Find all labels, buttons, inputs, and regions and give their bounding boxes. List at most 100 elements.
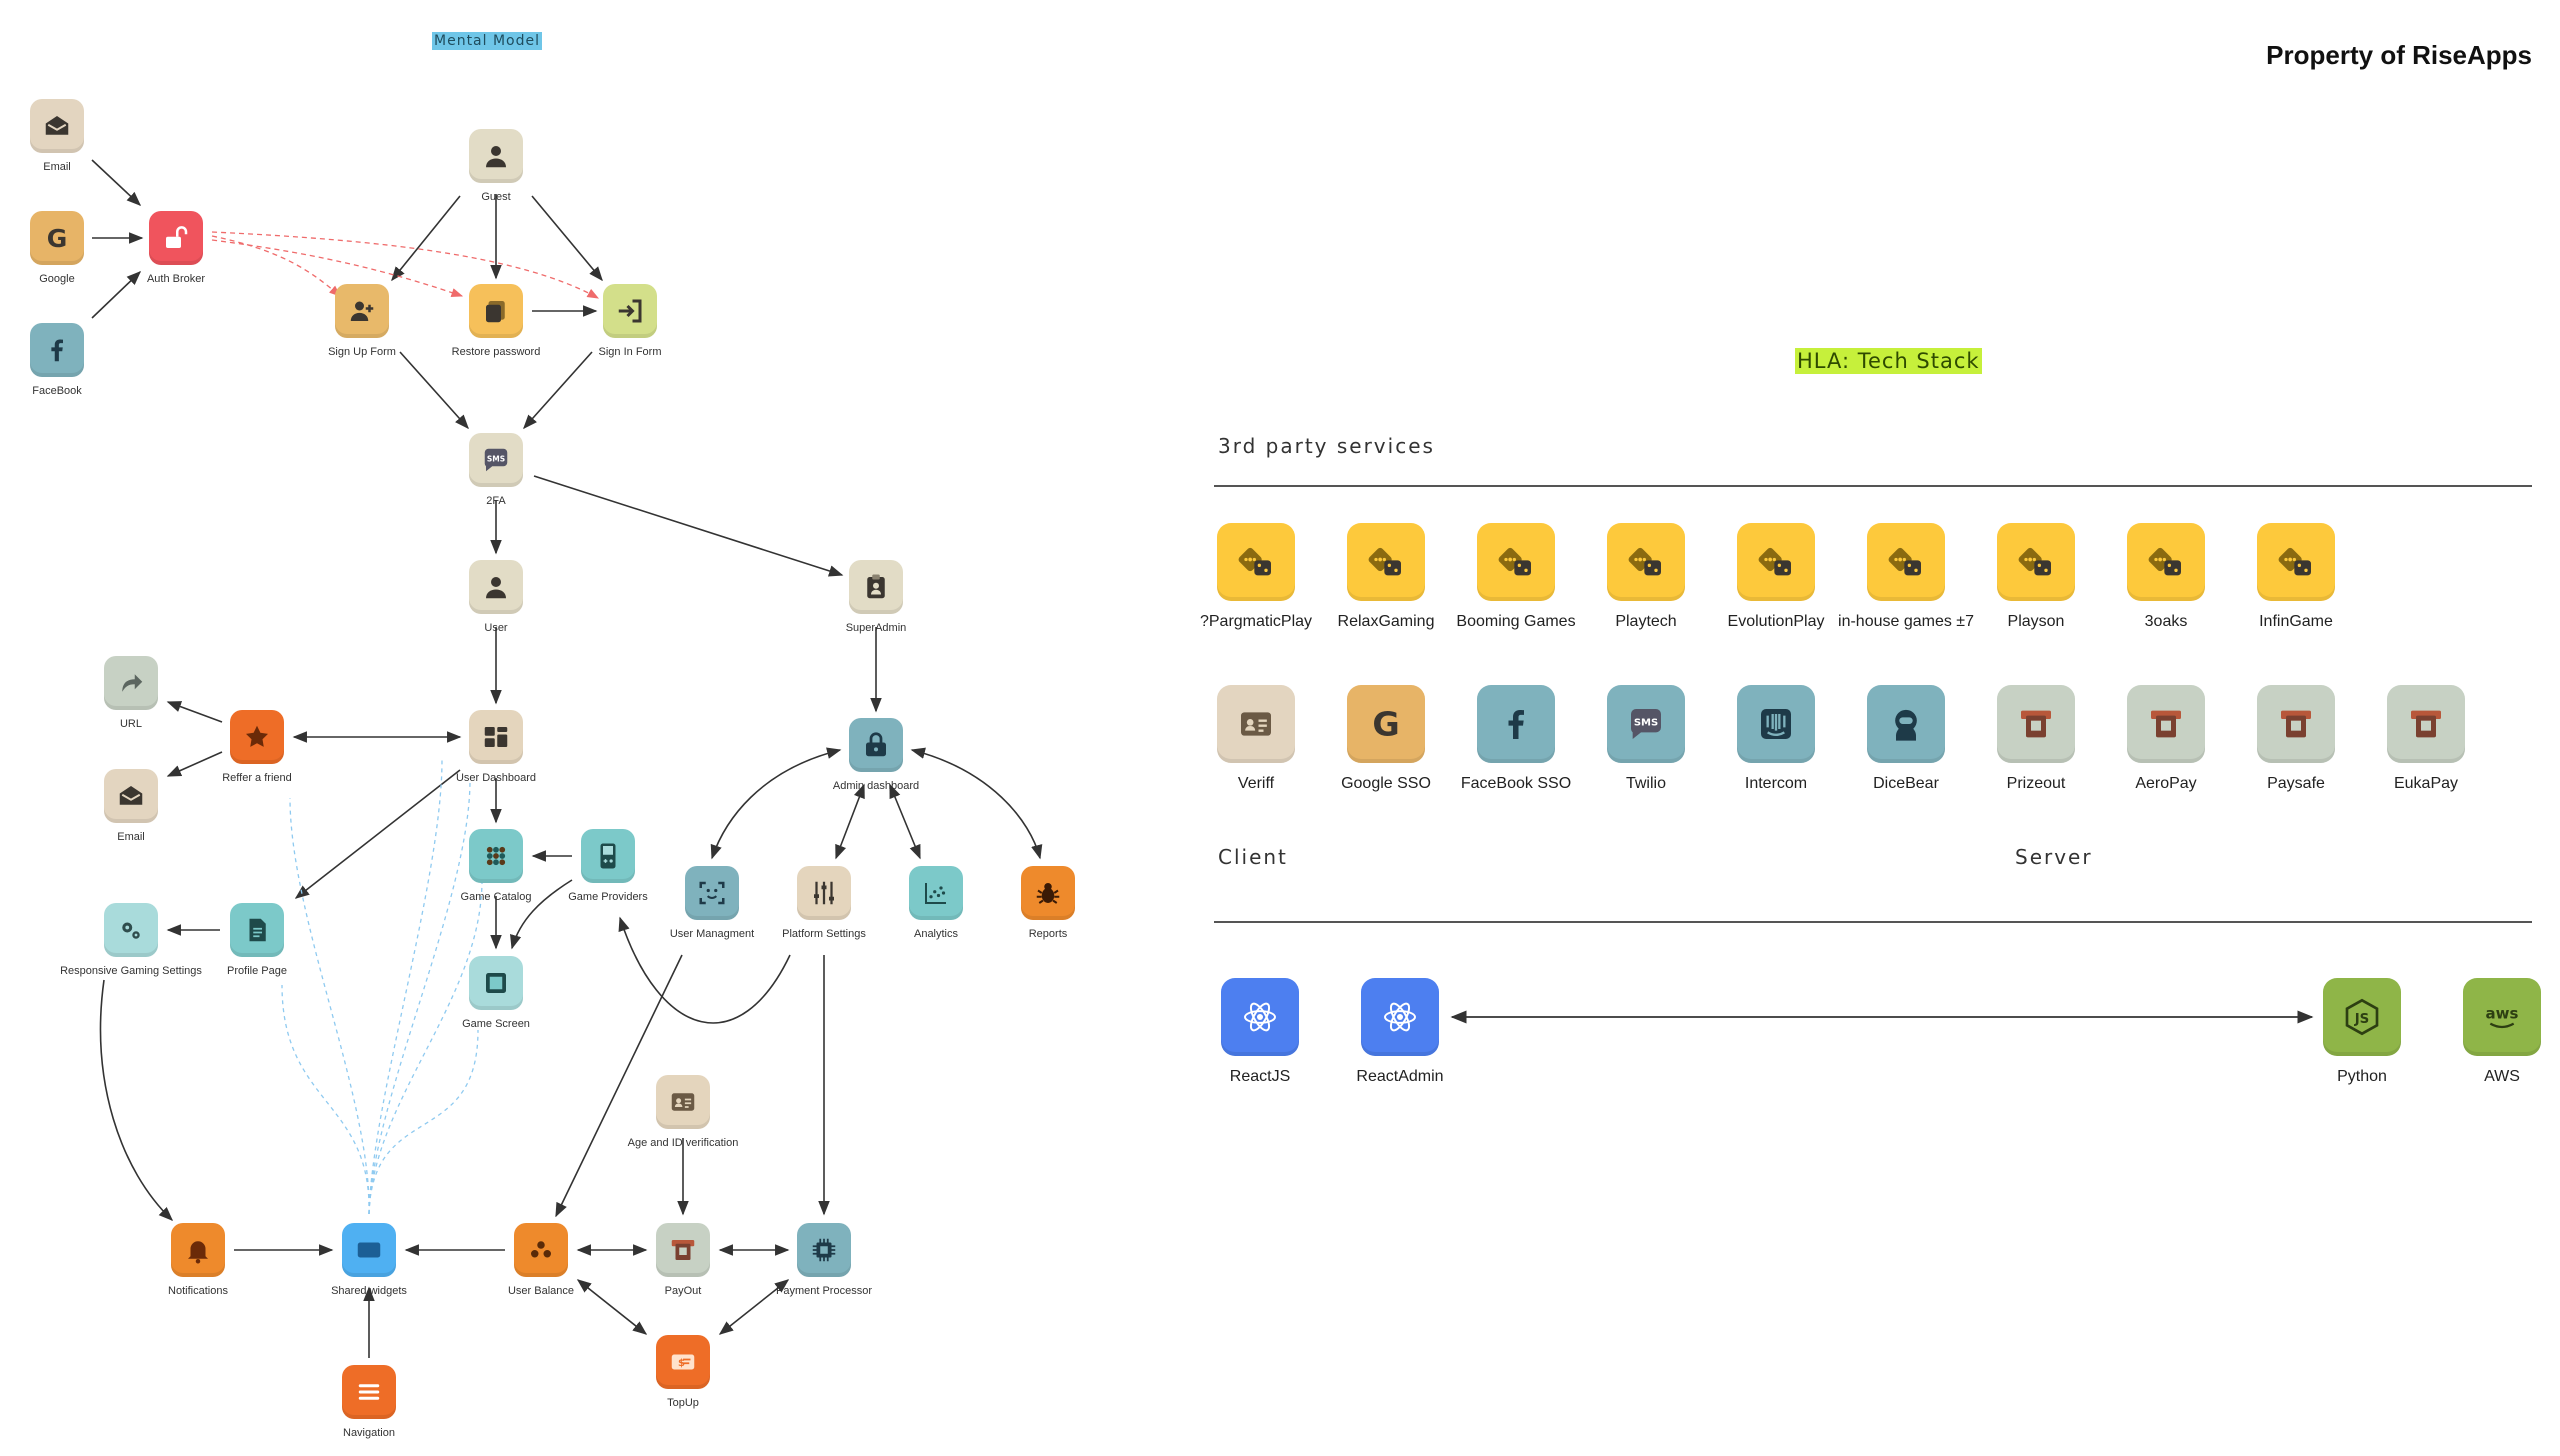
server-title: Server: [2015, 845, 2093, 869]
node-tile: [603, 284, 657, 338]
service-tile: [2127, 523, 2205, 601]
menu-icon: [358, 1384, 380, 1400]
connector-arrow: [533, 475, 844, 577]
node-tile: [30, 323, 84, 377]
node-label: Shared widgets: [331, 1285, 407, 1297]
service-tile: [2387, 685, 2465, 763]
node-label: PayOut: [664, 1285, 702, 1297]
sms-icon: SMS: [1631, 709, 1661, 739]
service-tile: SMS: [1607, 685, 1685, 763]
node-tile: [469, 129, 523, 183]
share-arrow-icon: [122, 674, 143, 692]
service-tile: [1361, 978, 1439, 1056]
facebook-icon: [51, 339, 63, 362]
dice-icon: [1498, 547, 1531, 576]
intercom-icon: [1761, 709, 1791, 739]
connector-arrow: [211, 239, 464, 298]
service-tile: [1477, 523, 1555, 601]
connector-arrow: [399, 351, 469, 430]
dashed-link: [368, 779, 471, 1215]
gameboy-icon: [600, 843, 616, 869]
node-label: Analytics: [913, 928, 959, 940]
node-tile: [685, 866, 739, 920]
node-tile: [104, 656, 158, 710]
svg-text:$: $: [678, 1358, 685, 1369]
face-scan-icon: [699, 881, 725, 905]
svg-text:SMS: SMS: [487, 454, 505, 463]
node-label: URL: [119, 718, 142, 730]
node-label: FaceBook: [32, 385, 82, 397]
service-tile: [2127, 685, 2205, 763]
dice-icon: [2278, 547, 2311, 576]
node-label: Game Catalog: [460, 891, 532, 903]
node-label: User Managment: [669, 928, 755, 940]
connector-arrow: [889, 783, 921, 860]
service-label: Booming Games: [1456, 613, 1576, 630]
node-label: User Dashboard: [455, 772, 537, 784]
service-label: AWS: [2484, 1068, 2520, 1085]
service-tile: [1867, 685, 1945, 763]
node-label: Game Screen: [462, 1018, 530, 1030]
service-label: EvolutionPlay: [1727, 613, 1825, 630]
service-tile: aws: [2463, 978, 2541, 1056]
dashed-link: [368, 879, 483, 1215]
node-tile: [342, 1365, 396, 1419]
coins-icon: [531, 1241, 551, 1258]
connector-arrow: [835, 783, 865, 860]
node-label: Reffer a friend: [222, 772, 292, 784]
node-tile: [335, 284, 389, 338]
connector-arrow: [618, 916, 791, 1024]
dice-icon: [2018, 547, 2051, 576]
person-icon: [486, 577, 506, 599]
dashed-link: [368, 1029, 479, 1215]
envelope-icon: [119, 786, 143, 805]
node-tile: [230, 903, 284, 957]
node-tile: [849, 560, 903, 614]
google-icon: G: [1372, 705, 1399, 744]
service-label: EukaPay: [2393, 775, 2459, 792]
dashboard-icon: [484, 727, 508, 747]
node-tile: [149, 211, 203, 265]
service-tile: [1867, 523, 1945, 601]
window-icon: [357, 1242, 381, 1258]
scatter-icon: [925, 883, 946, 904]
node-tile: [797, 866, 851, 920]
person-icon: [486, 146, 506, 168]
node-tile: [469, 956, 523, 1010]
third-party-divider: [1214, 485, 2532, 487]
node-label: Navigation: [343, 1427, 395, 1439]
connector-arrow: [576, 1279, 648, 1335]
node-label: Platform Settings: [782, 928, 866, 940]
service-label: Prizeout: [2006, 775, 2066, 792]
dice-icon: [2148, 547, 2181, 576]
node-label: Game Providers: [568, 891, 648, 903]
node-tile: [171, 1223, 225, 1277]
node-label: TopUp: [667, 1397, 699, 1409]
atm-icon: [2021, 710, 2051, 738]
id-card-icon: [671, 1093, 695, 1111]
nodejs-icon: JS: [2345, 998, 2379, 1036]
node-tile: [797, 1223, 851, 1277]
clipboard-user-icon: [867, 574, 885, 599]
node-tile: [909, 866, 963, 920]
node-label: Notifications: [168, 1285, 228, 1297]
cards-icon: [486, 301, 505, 323]
sms-icon: SMS: [484, 448, 508, 472]
dice-icon: [1368, 547, 1401, 576]
dashed-link: [368, 759, 443, 1215]
connector-arrow: [510, 879, 573, 950]
node-label: User Balance: [507, 1285, 575, 1297]
sliders-icon: [814, 881, 834, 905]
react-icon: [1384, 1002, 1416, 1032]
connector-arrow: [166, 701, 223, 723]
document-icon: [249, 918, 266, 942]
node-tile: SMS: [469, 433, 523, 487]
service-tile: G: [1347, 685, 1425, 763]
connector-arrow: [91, 159, 142, 206]
connector-arrow: [166, 751, 223, 777]
connector-arrow: [211, 231, 600, 299]
svg-text:SMS: SMS: [1634, 718, 1658, 729]
service-label: Playtech: [1615, 613, 1677, 630]
unlock-icon: [166, 226, 188, 248]
